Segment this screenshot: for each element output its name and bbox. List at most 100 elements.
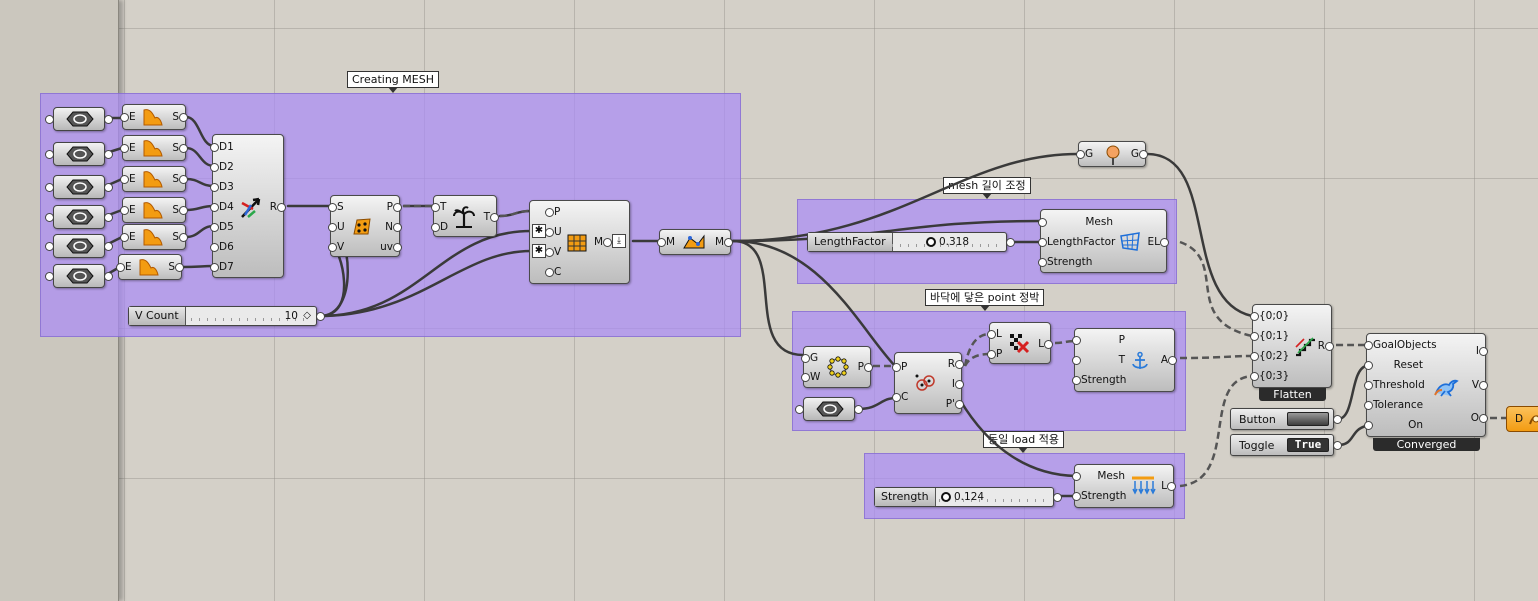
pin-on[interactable]: On <box>1364 419 1423 431</box>
kangaroo-solver-component[interactable]: GoalObjects Reset Threshold Tolerance On… <box>1364 333 1489 437</box>
geometry-param-3[interactable] <box>45 175 113 199</box>
pin-p[interactable]: P <box>544 206 561 218</box>
pin-d4[interactable]: D4 <box>210 201 234 213</box>
flip-matrix-component[interactable]: T D T <box>430 195 501 237</box>
slider-track[interactable] <box>191 311 310 321</box>
pin-mesh[interactable]: Mesh <box>1038 216 1113 228</box>
expression-marker-u[interactable]: ✱ <box>532 224 546 238</box>
pin-g-in[interactable]: G <box>1075 148 1094 160</box>
geometry-param-4[interactable] <box>45 205 113 229</box>
geometry-param-floor[interactable] <box>795 397 863 421</box>
pin-uv[interactable]: uv <box>380 241 402 253</box>
pin-p[interactable]: P <box>986 348 1003 360</box>
pin-t-out[interactable]: T <box>483 211 501 223</box>
pin-mesh[interactable]: Mesh <box>1072 470 1125 482</box>
pin-v[interactable]: V <box>327 241 345 253</box>
toggle-value[interactable]: True <box>1287 438 1329 452</box>
pin-p[interactable]: P <box>891 361 908 373</box>
pin-d7[interactable]: D7 <box>210 261 234 273</box>
pin-d3[interactable]: D3 <box>210 181 234 193</box>
slider-track[interactable] <box>939 492 1047 502</box>
slider-knob[interactable] <box>926 237 936 247</box>
pin-length-factor[interactable]: LengthFactor <box>1037 236 1116 248</box>
output-data-param[interactable]: D <box>1506 406 1538 432</box>
geometry-param-2[interactable] <box>45 142 113 166</box>
edge-surface-component-6[interactable]: E S <box>116 254 184 280</box>
pin-s[interactable]: S <box>168 261 184 273</box>
pin-g[interactable]: G <box>800 352 819 364</box>
pin-e[interactable]: E <box>116 261 132 273</box>
edge-surface-component-1[interactable]: E S <box>120 104 188 130</box>
pin-s[interactable]: S <box>328 201 344 213</box>
slider-knob[interactable] <box>941 492 951 502</box>
pin-d2[interactable]: D2 <box>210 161 234 173</box>
pin-n[interactable]: N <box>385 221 402 233</box>
pin-el[interactable]: EL <box>1147 236 1170 248</box>
pin-strength[interactable]: Strength <box>1071 490 1127 502</box>
pin-strength[interactable]: Strength <box>1037 256 1093 268</box>
pin-v[interactable]: V <box>544 246 562 258</box>
slider-grip-icon[interactable]: ◇ <box>303 310 311 321</box>
pin-i[interactable]: I <box>951 378 965 390</box>
edge-surface-component-2[interactable]: E S <box>120 135 188 161</box>
pin-branch-0-3[interactable]: {0;3} <box>1249 370 1290 382</box>
point-in-brep-component[interactable]: P C R I P' <box>891 352 965 414</box>
entwine-component[interactable]: {0;0} {0;1} {0;2} {0;3} R <box>1249 304 1335 388</box>
pin-m-in[interactable]: M <box>656 236 676 248</box>
pin-branch-0-2[interactable]: {0;2} <box>1249 350 1290 362</box>
pin-s[interactable]: S <box>172 231 188 243</box>
on-toggle-param[interactable]: Toggle True <box>1230 434 1342 456</box>
pin-strength[interactable]: Strength <box>1071 374 1127 386</box>
pin-branch-0-0[interactable]: {0;0} <box>1249 310 1290 322</box>
pin-s[interactable]: S <box>172 111 188 123</box>
pin-a[interactable]: A <box>1160 354 1178 366</box>
pin-e[interactable]: E <box>120 204 136 216</box>
pin-r[interactable]: R <box>1317 340 1335 352</box>
edge-lengths-goal-component[interactable]: Mesh LengthFactor Strength EL <box>1037 209 1170 273</box>
pin-d1[interactable]: D1 <box>210 141 234 153</box>
pin-s[interactable]: S <box>172 142 188 154</box>
pin-r[interactable]: R <box>947 358 965 370</box>
pin-t[interactable]: T <box>430 201 447 213</box>
pin-d[interactable]: D <box>1515 413 1524 425</box>
expression-marker-v[interactable]: ✱ <box>532 244 546 258</box>
pin-i[interactable]: I <box>1475 345 1489 357</box>
pin-s[interactable]: S <box>172 204 188 216</box>
geometry-param-1[interactable] <box>45 107 113 131</box>
load-goal-component[interactable]: Mesh Strength L <box>1071 464 1176 508</box>
edge-surface-component-3[interactable]: E S <box>120 166 188 192</box>
pin-c[interactable]: C <box>891 391 909 403</box>
pin-goal-objects[interactable]: GoalObjects <box>1364 339 1437 351</box>
reset-button-param[interactable]: Button <box>1230 408 1342 430</box>
mesh-surface-component[interactable]: P U V C ✱ ✱ M ⤓ <box>529 200 630 284</box>
pin-branch-0-1[interactable]: {0;1} <box>1249 330 1290 342</box>
pin-v[interactable]: V <box>1471 379 1489 391</box>
pin-tolerance[interactable]: Tolerance <box>1364 399 1424 411</box>
v-count-slider[interactable]: V Count 10 ◇ <box>128 306 325 326</box>
pin-e[interactable]: E <box>120 173 136 185</box>
edge-surface-component-4[interactable]: E S <box>120 197 188 223</box>
button-face[interactable] <box>1287 412 1329 426</box>
pin-threshold[interactable]: Threshold <box>1364 379 1425 391</box>
pin-t[interactable]: T <box>1072 354 1125 366</box>
pin-reset[interactable]: Reset <box>1364 359 1423 371</box>
pin-p[interactable]: P <box>1072 334 1125 346</box>
pin-o[interactable]: O <box>1470 412 1489 424</box>
flatten-output-marker[interactable]: ⤓ <box>612 234 626 248</box>
geometry-param-6[interactable] <box>45 264 113 288</box>
length-factor-slider[interactable]: LengthFactor 0.318 <box>807 232 1015 252</box>
pin-w[interactable]: W <box>800 371 821 383</box>
strength-slider[interactable]: Strength 0.124 <box>874 487 1062 507</box>
pin-r[interactable]: R <box>269 201 287 213</box>
pin-s[interactable]: S <box>172 173 188 185</box>
merge-component[interactable]: D1 D2 D3 D4 D5 D6 D7 R <box>210 134 287 278</box>
show-component[interactable]: G G <box>1075 141 1149 167</box>
pin-d6[interactable]: D6 <box>210 241 234 253</box>
anchor-goal-component[interactable]: P T Strength A <box>1071 328 1178 392</box>
pin-l[interactable]: L <box>1161 480 1176 492</box>
slider-track[interactable] <box>892 237 1000 247</box>
pin-e[interactable]: E <box>120 111 136 123</box>
pin-u[interactable]: U <box>545 226 562 238</box>
geometry-param-5[interactable] <box>45 234 113 258</box>
